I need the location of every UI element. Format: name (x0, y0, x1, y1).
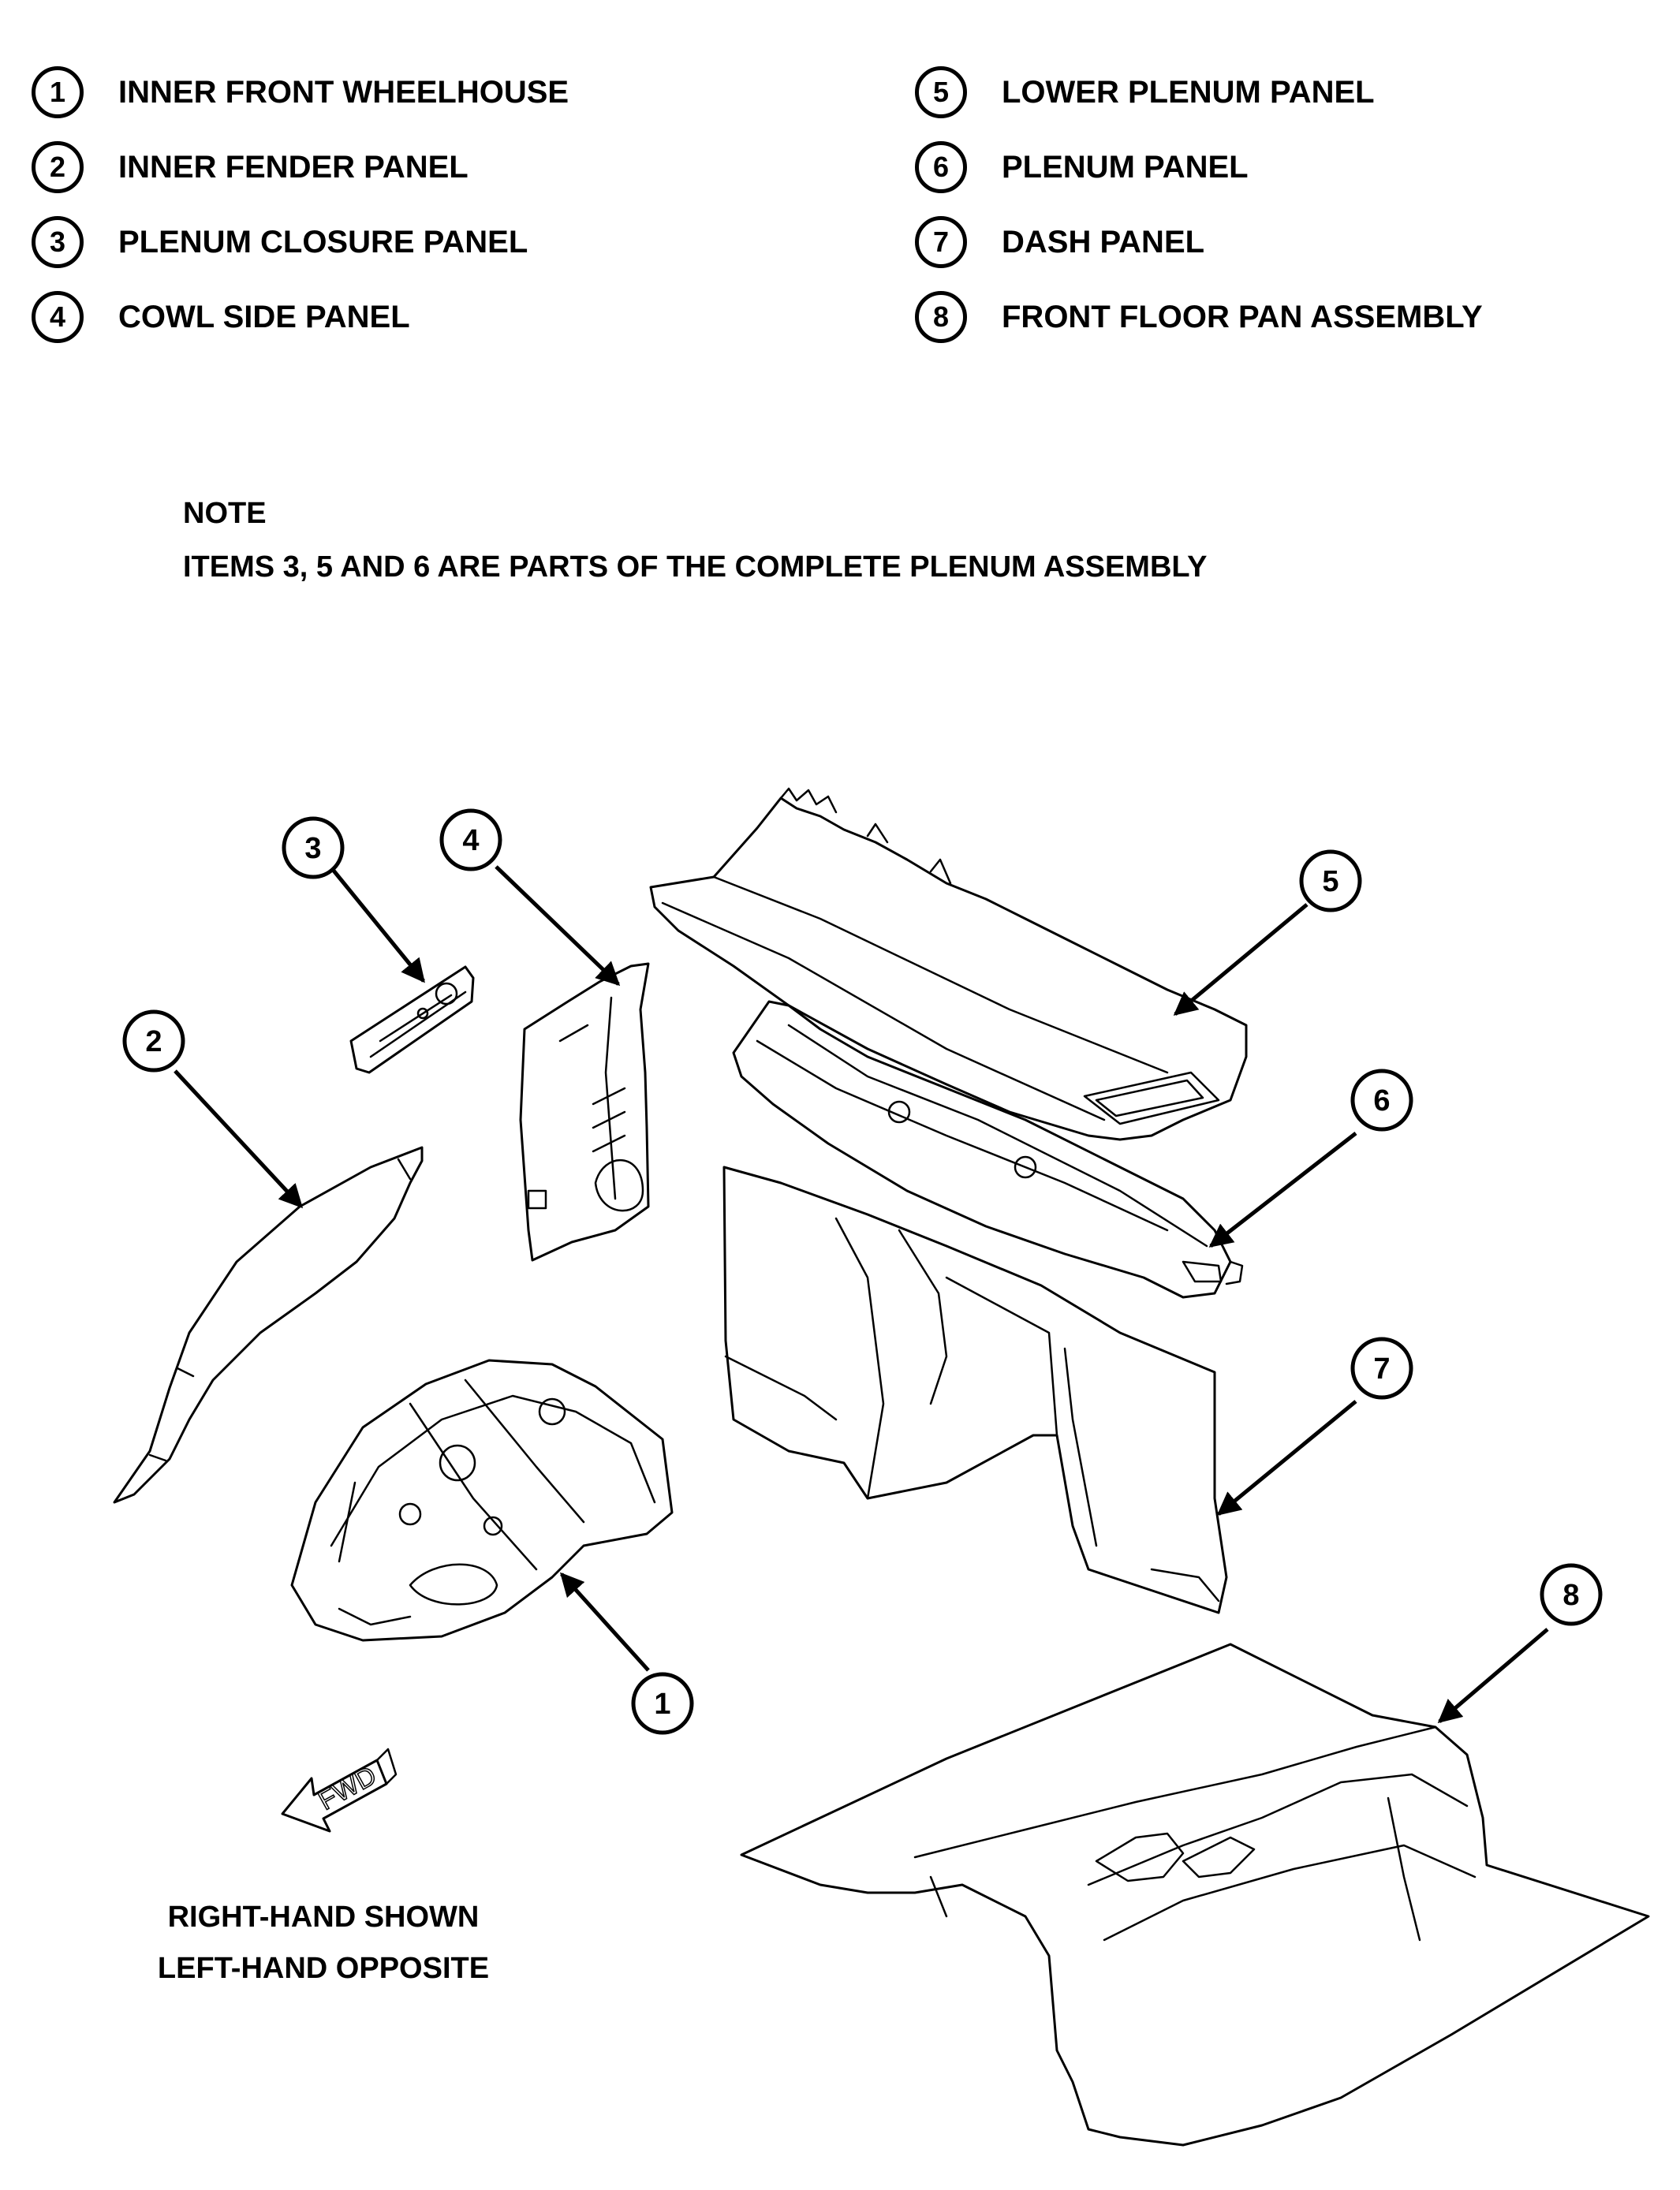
callout-6: 6 (1350, 1069, 1413, 1132)
legend-number: 4 (32, 291, 84, 343)
legend-label: DASH PANEL (1002, 224, 1205, 259)
note-text: ITEMS 3, 5 AND 6 ARE PARTS OF THE COMPLE… (183, 550, 1208, 584)
leader-5 (1173, 903, 1309, 1016)
cowl-side-panel (519, 962, 650, 1262)
plenum-panel (732, 1000, 1244, 1299)
legend-number: 5 (915, 66, 967, 118)
leader-8 (1437, 1628, 1549, 1723)
note-heading: NOTE (183, 497, 267, 530)
legend-number: 8 (915, 291, 967, 343)
legend-label: FRONT FLOOR PAN ASSEMBLY (1002, 299, 1483, 334)
dash-panel (722, 1166, 1228, 1614)
callout-number: 6 (1373, 1084, 1390, 1117)
forward-arrow-icon: FWD (281, 1748, 398, 1833)
callout-3: 3 (282, 816, 345, 879)
legend-item-5: 5 LOWER PLENUM PANEL (915, 63, 1375, 121)
legend-number: 7 (915, 216, 967, 268)
legend-item-1: 1 INNER FRONT WHEELHOUSE (32, 63, 569, 121)
callout-number: 8 (1562, 1579, 1579, 1612)
legend-label: COWL SIDE PANEL (118, 299, 410, 334)
legend-item-6: 6 PLENUM PANEL (915, 138, 1249, 196)
legend-number: 1 (32, 66, 84, 118)
leader-3 (332, 869, 425, 983)
legend-item-8: 8 FRONT FLOOR PAN ASSEMBLY (915, 288, 1483, 346)
legend-number: 3 (32, 216, 84, 268)
callout-1: 1 (631, 1672, 694, 1735)
orientation-line-1: RIGHT-HAND SHOWN (167, 1901, 480, 1934)
forward-arrow-label: FWD (313, 1760, 381, 1816)
orientation-line-2: LEFT-HAND OPPOSITE (157, 1952, 490, 1985)
callout-8: 8 (1540, 1563, 1603, 1626)
legend-label: PLENUM PANEL (1002, 149, 1249, 185)
legend-label: INNER FRONT WHEELHOUSE (118, 74, 569, 110)
lower-plenum-panel (649, 787, 1248, 1141)
callout-number: 4 (462, 824, 479, 857)
callout-number: 3 (304, 832, 321, 865)
legend-item-2: 2 INNER FENDER PANEL (32, 138, 469, 196)
legend-label: INNER FENDER PANEL (118, 149, 469, 185)
callout-5: 5 (1299, 849, 1362, 912)
leader-2 (174, 1069, 304, 1209)
legend-item-4: 4 COWL SIDE PANEL (32, 288, 410, 346)
callout-number: 1 (654, 1688, 670, 1721)
legend-number: 2 (32, 141, 84, 193)
inner-front-wheelhouse (290, 1359, 674, 1642)
plenum-closure-panel (349, 965, 475, 1074)
callout-number: 2 (145, 1025, 162, 1058)
leader-4 (495, 865, 621, 987)
callout-2: 2 (122, 1009, 185, 1073)
callout-7: 7 (1350, 1337, 1413, 1400)
leader-6 (1208, 1132, 1357, 1248)
callout-number: 5 (1322, 865, 1338, 898)
leader-7 (1216, 1400, 1357, 1516)
callout-4: 4 (439, 808, 502, 871)
legend-item-7: 7 DASH PANEL (915, 213, 1204, 271)
front-floor-pan-assembly (740, 1643, 1650, 2147)
legend-item-3: 3 PLENUM CLOSURE PANEL (32, 213, 528, 271)
leader-1 (559, 1572, 650, 1672)
legend-label: PLENUM CLOSURE PANEL (118, 224, 528, 259)
callout-number: 7 (1373, 1352, 1390, 1386)
inner-fender-panel (113, 1146, 424, 1504)
legend-number: 6 (915, 141, 967, 193)
legend-label: LOWER PLENUM PANEL (1002, 74, 1375, 110)
